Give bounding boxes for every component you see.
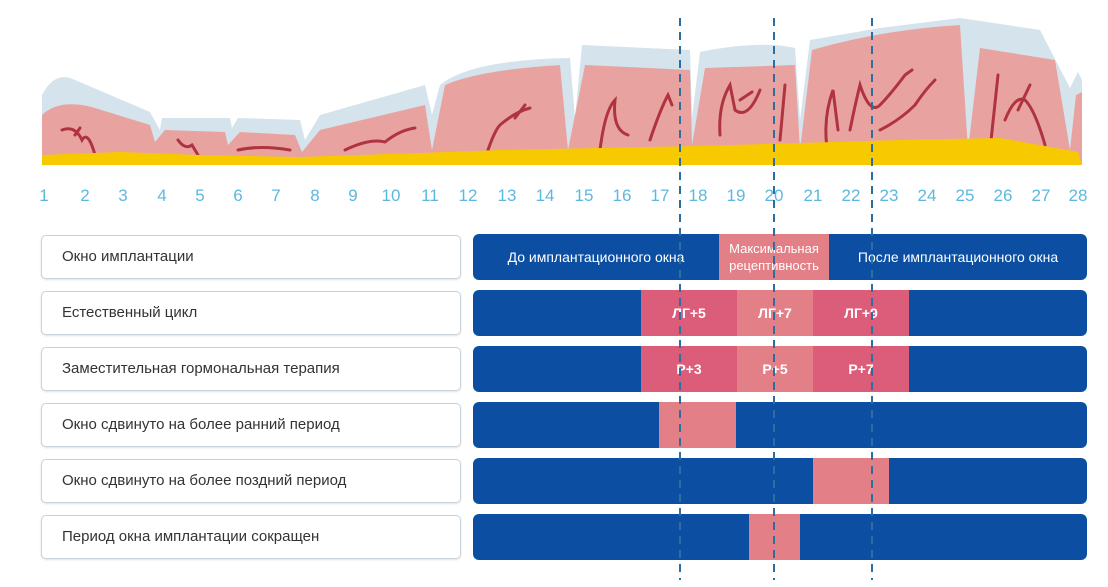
day-label: 3 bbox=[118, 186, 128, 205]
day-label: 2 bbox=[80, 186, 90, 205]
shifted-later-window bbox=[813, 458, 889, 504]
day-label: 12 bbox=[458, 186, 478, 205]
day-label: 5 bbox=[195, 186, 205, 205]
day-label: 7 bbox=[271, 186, 281, 205]
row-label-shifted-later: Окно сдвинуто на более поздний период bbox=[41, 459, 461, 503]
day-label: 22 bbox=[841, 186, 861, 205]
p-plus-7-label: P+7 bbox=[848, 361, 874, 377]
max-receptivity-segment: Максимальная рецептивность bbox=[719, 234, 829, 280]
day-label: 6 bbox=[233, 186, 243, 205]
day-label: 26 bbox=[993, 186, 1013, 205]
row-label-shortened: Период окна имплантации сокращен bbox=[41, 515, 461, 559]
row-label-implantation-window: Окно имплантации bbox=[41, 235, 461, 279]
day-label: 8 bbox=[310, 186, 320, 205]
shifted-earlier-window bbox=[659, 402, 736, 448]
day-label: 16 bbox=[612, 186, 632, 205]
shifted-later-bar bbox=[473, 458, 1087, 504]
p-plus-7-segment: P+7 bbox=[813, 346, 909, 392]
shortened-window bbox=[749, 514, 800, 560]
p-plus-3-segment: P+3 bbox=[641, 346, 737, 392]
shortened-bar bbox=[473, 514, 1087, 560]
day-label: 9 bbox=[348, 186, 358, 205]
endometrium-functional-layer bbox=[42, 25, 1082, 165]
day-label: 18 bbox=[688, 186, 708, 205]
p-plus-3-label: P+3 bbox=[676, 361, 702, 377]
p-plus-5-segment: P+5 bbox=[737, 346, 813, 392]
lh-plus-7-label: ЛГ+7 bbox=[758, 305, 792, 321]
row-label-hrt: Заместительная гормональная терапия bbox=[41, 347, 461, 391]
pre-window-label: До имплантационного окна bbox=[507, 249, 685, 265]
shifted-earlier-bar bbox=[473, 402, 1087, 448]
hrt-bar: P+3 P+5 P+7 bbox=[473, 346, 1087, 392]
post-window-label: После имплантационного окна bbox=[857, 249, 1059, 265]
blood-vessels bbox=[60, 68, 1047, 157]
day-label: 11 bbox=[421, 186, 439, 205]
lh-plus-5-label: ЛГ+5 bbox=[672, 305, 706, 321]
day-axis: 1 2 3 4 5 6 7 8 9 10 11 12 13 14 15 16 1… bbox=[0, 182, 1108, 212]
p-plus-5-label: P+5 bbox=[762, 361, 788, 377]
endometrium-illustration bbox=[42, 18, 1082, 165]
row-label-shifted-earlier: Окно сдвинуто на более ранний период bbox=[41, 403, 461, 447]
day-label: 10 bbox=[381, 186, 401, 205]
day-label: 25 bbox=[955, 186, 975, 205]
day-label: 4 bbox=[157, 186, 167, 205]
row-label-natural-cycle: Естественный цикл bbox=[41, 291, 461, 335]
day-label: 21 bbox=[803, 186, 823, 205]
day-label: 27 bbox=[1031, 186, 1051, 205]
endometrium-basal-layer bbox=[42, 138, 1082, 165]
day-label: 13 bbox=[497, 186, 517, 205]
lh-plus-9-segment: ЛГ+9 bbox=[813, 290, 909, 336]
lh-plus-7-segment: ЛГ+7 bbox=[737, 290, 813, 336]
day-label: 28 bbox=[1068, 186, 1088, 205]
day-label: 20 bbox=[764, 186, 784, 205]
day-label: 24 bbox=[917, 186, 937, 205]
day-label: 23 bbox=[879, 186, 899, 205]
natural-cycle-bar: ЛГ+5 ЛГ+7 ЛГ+9 bbox=[473, 290, 1087, 336]
implantation-window-bar: До имплантационного окна Максимальная ре… bbox=[473, 234, 1087, 280]
day-label: 1 bbox=[39, 186, 49, 205]
max-receptivity-label: Максимальная рецептивность bbox=[729, 241, 819, 273]
day-label: 19 bbox=[726, 186, 746, 205]
lh-plus-9-label: ЛГ+9 bbox=[844, 305, 878, 321]
day-label: 17 bbox=[650, 186, 670, 205]
day-label: 14 bbox=[535, 186, 555, 205]
lh-plus-5-segment: ЛГ+5 bbox=[641, 290, 737, 336]
day-label: 15 bbox=[574, 186, 594, 205]
